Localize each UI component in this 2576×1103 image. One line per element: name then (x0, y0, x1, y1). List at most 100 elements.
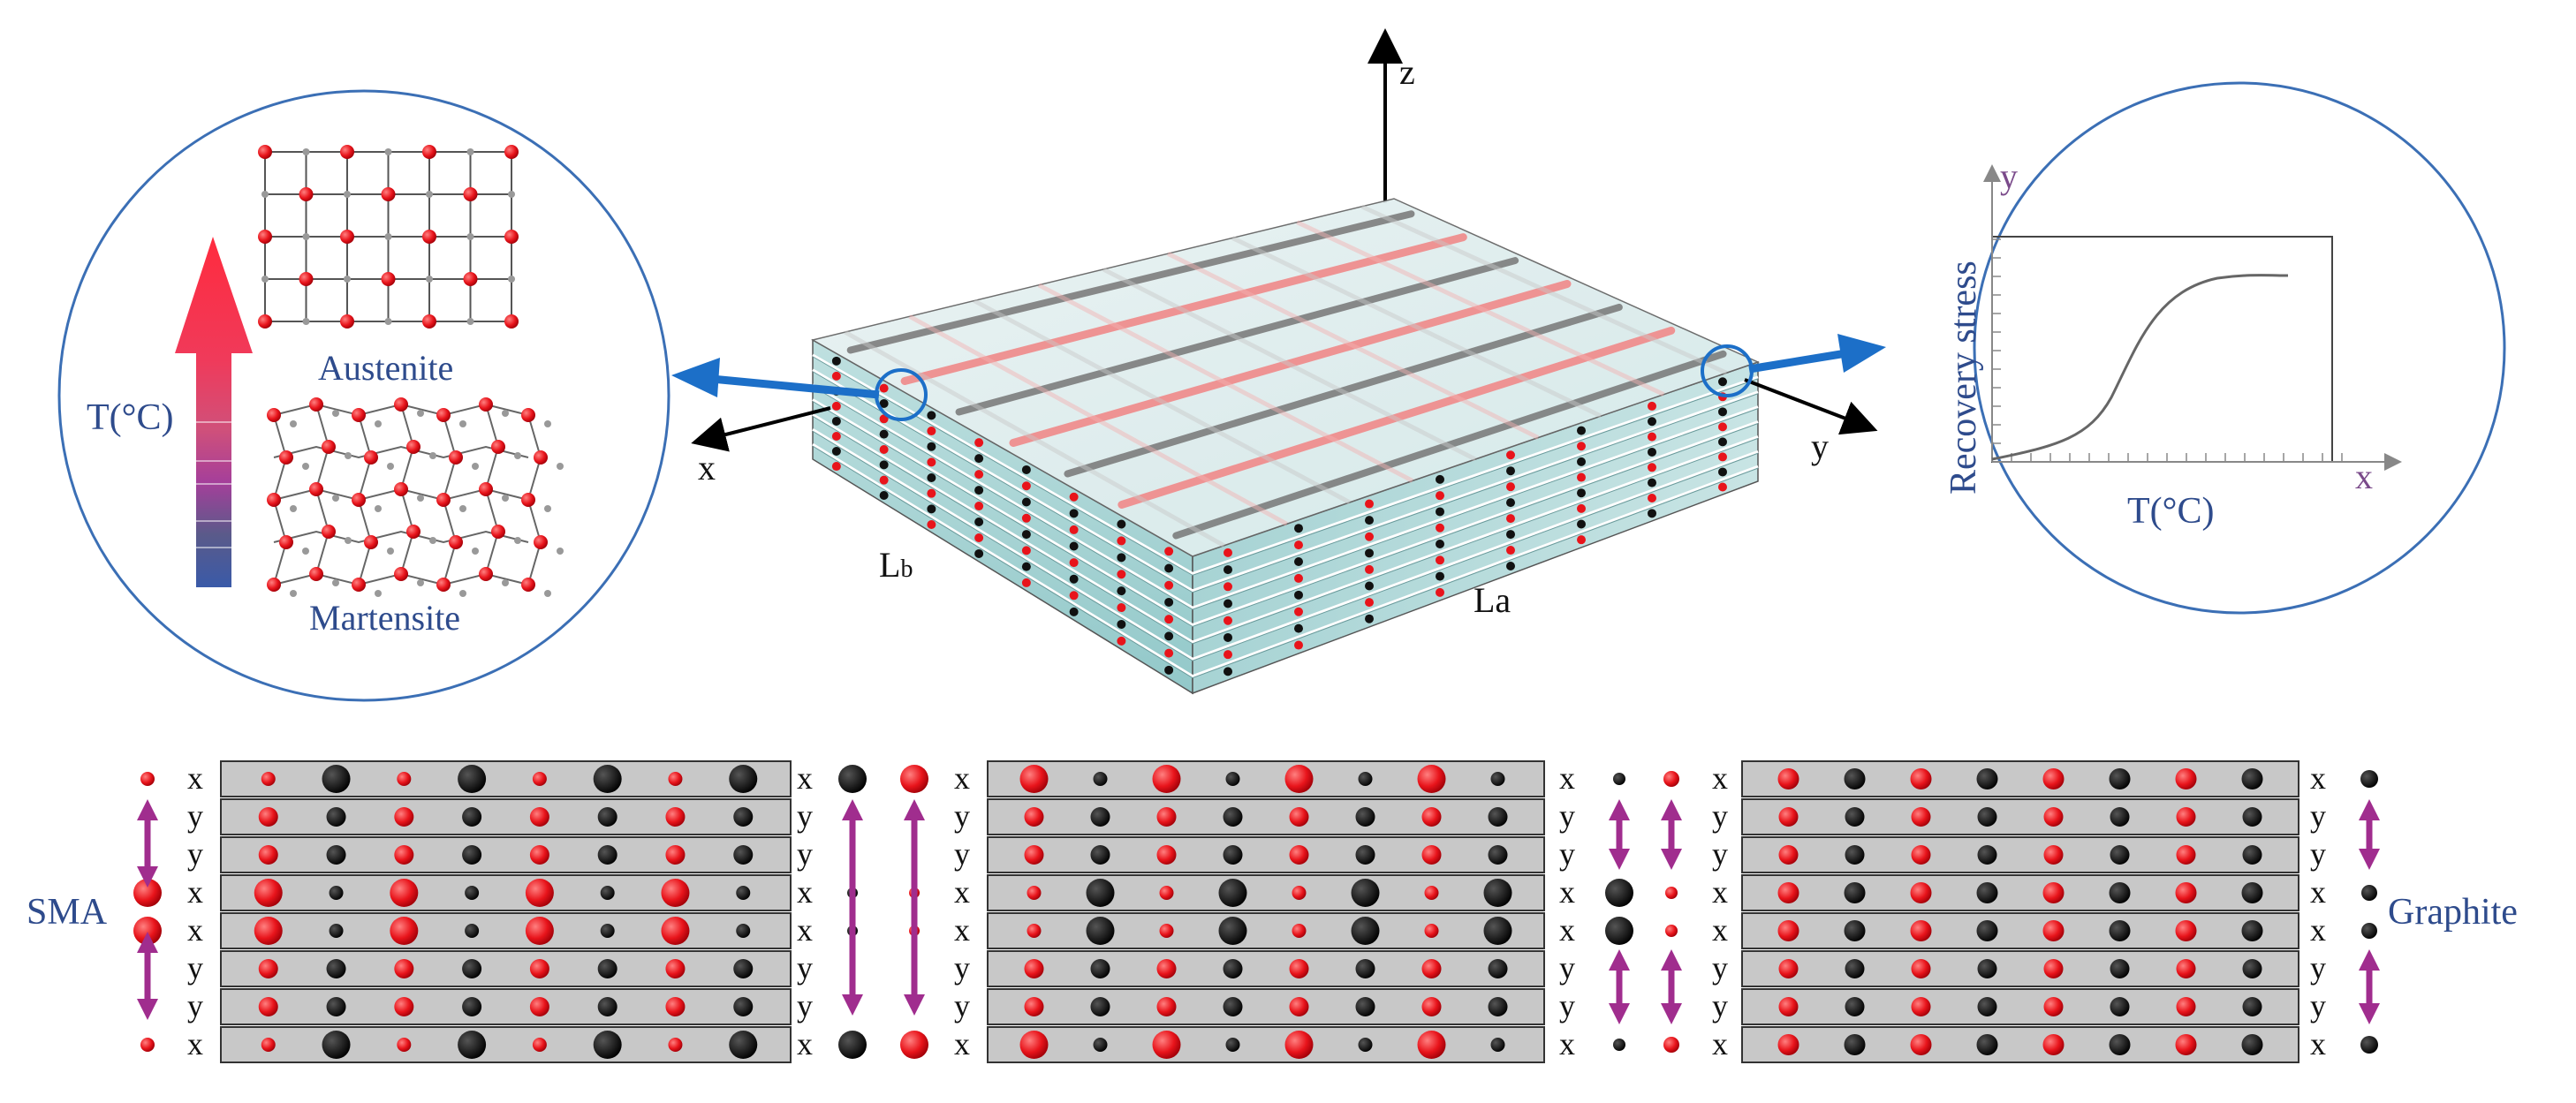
row-letter: y (2310, 988, 2326, 1024)
graphite-dot (462, 807, 482, 827)
lattice-atom (463, 187, 478, 201)
lattice-atom-small (557, 463, 564, 470)
graphite-dot (465, 886, 480, 900)
slab-end-dots (831, 356, 1727, 676)
lattice-atom (508, 191, 515, 198)
lattice-atom (394, 482, 408, 496)
sma-dot (1911, 807, 1931, 827)
sma-dot (2043, 959, 2064, 978)
graphite-dot (2241, 920, 2263, 941)
sma-legend-dot (1665, 925, 1678, 937)
lattice-atom-small (387, 463, 394, 470)
row-letter: x (1712, 1026, 1728, 1061)
axis-x-label: x (698, 448, 716, 487)
austenite-lattice-icon (258, 145, 519, 329)
sma-dot (1424, 886, 1439, 900)
graphite-dot (462, 997, 482, 1016)
row-letter: y (1712, 798, 1728, 834)
lattice-atom-small (557, 548, 564, 555)
graphite-dot (1358, 1038, 1373, 1052)
graphite-dot (2241, 882, 2263, 903)
lattice-atom (466, 233, 474, 240)
graphite-dot (600, 886, 615, 900)
sma-dot (525, 879, 554, 907)
lattice-atom (466, 148, 474, 155)
sma-dot (1156, 845, 1177, 865)
row-letter: y (1712, 950, 1728, 986)
lattice-atom-small (375, 420, 382, 427)
lattice-atom-small (290, 420, 297, 427)
lattice-atom (521, 408, 535, 422)
graphite-dot (2241, 1034, 2263, 1055)
lattice-atom (463, 272, 478, 286)
graphite-dot (1223, 807, 1243, 827)
row-letter: y (2310, 950, 2326, 986)
graphite-legend-dot (1613, 1039, 1625, 1051)
lattice-atom (449, 535, 463, 549)
lattice-atom (381, 187, 396, 201)
graphite-dot (736, 886, 751, 900)
sma-legend-dot (140, 1038, 155, 1052)
sma-dot (258, 845, 278, 865)
graphite-dot (600, 924, 615, 938)
sma-dot (261, 772, 276, 786)
sma-dot (1159, 924, 1174, 938)
graphite-dot (1490, 1038, 1505, 1052)
graphite-dot (326, 997, 346, 1016)
graphite-dot (1490, 772, 1505, 786)
martensite-label: Martensite (309, 598, 461, 638)
panel-row (1741, 950, 2299, 987)
lattice-atom (302, 318, 310, 325)
lattice-atom-small (502, 410, 509, 417)
panel-row (987, 988, 1545, 1025)
graphite-dot (733, 845, 754, 865)
lattice-atom-small (544, 420, 551, 427)
row-letter: y (954, 798, 970, 834)
graphite-dot (1488, 997, 1508, 1016)
lattice-atom (466, 318, 474, 325)
graphite-dot (1355, 959, 1375, 978)
lattice-atom (449, 450, 463, 465)
panel-row (987, 1026, 1545, 1063)
sma-dot (1910, 768, 1932, 789)
panel-row (1741, 798, 2299, 835)
sma-dot (1417, 1031, 1446, 1059)
graphite-dot (465, 924, 480, 938)
row-letter: x (954, 912, 970, 948)
graph-tick-marks (1992, 238, 2343, 462)
graphite-dot (733, 959, 754, 978)
row-letter: y (797, 798, 813, 834)
lattice-atom-small (302, 548, 309, 555)
graphite-dot (1483, 917, 1512, 945)
panel-row (987, 798, 1545, 835)
lattice-atom (352, 408, 366, 422)
lattice-atom-small (472, 463, 479, 470)
row-letter: x (797, 874, 813, 910)
sma-dot (2043, 807, 2064, 827)
panel-row (1741, 912, 2299, 949)
row-letter: y (1712, 836, 1728, 872)
graphite-dot (1351, 917, 1380, 945)
recovery-stress-graph (1983, 164, 2402, 471)
lattice-atom-small (417, 579, 424, 586)
row-letter: y (1559, 798, 1575, 834)
lattice-atom-small (514, 537, 521, 544)
row-letter: y (954, 836, 970, 872)
graphite-legend-dot (1605, 879, 1633, 907)
panel-row (987, 950, 1545, 987)
graphite-dot (733, 997, 754, 1016)
axis-z-label: z (1399, 52, 1415, 92)
lattice-atom (340, 230, 354, 244)
graphite-dot (1845, 959, 1865, 978)
lattice-atom (436, 408, 451, 422)
lattice-atom (258, 145, 272, 159)
row-letter: y (1559, 836, 1575, 872)
sma-legend-dot (1663, 1037, 1679, 1053)
lattice-atom-small (375, 505, 382, 512)
sma-dot (525, 917, 554, 945)
lattice-atom (384, 148, 392, 155)
sma-dot (1421, 959, 1442, 978)
graphite-dot (597, 959, 617, 978)
lattice-atom (352, 578, 366, 592)
sma-dot (1421, 807, 1442, 827)
